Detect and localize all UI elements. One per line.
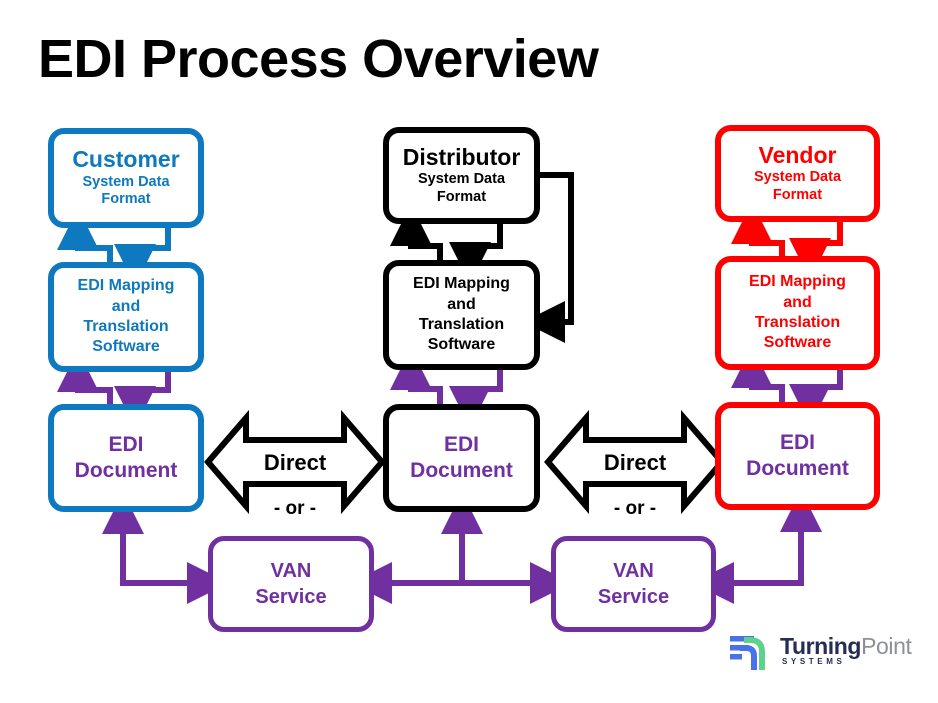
node-distributor-mapping[interactable]: EDI Mapping and Translation Software bbox=[383, 260, 540, 370]
node-vendor-system[interactable]: Vendor System Data Format bbox=[715, 125, 880, 222]
node-customer-mapping[interactable]: EDI Mapping and Translation Software bbox=[48, 262, 204, 372]
customer-mapping-line2: and bbox=[111, 297, 141, 315]
arrow-customer-document-to-mapping bbox=[57, 350, 113, 404]
vendor-mapping-line3: Translation bbox=[754, 314, 841, 331]
arrow-van-left-to-customer-document bbox=[102, 492, 208, 586]
arrow-customer-mapping-to-system bbox=[57, 208, 113, 262]
distributor-document-line1: EDI bbox=[443, 433, 479, 457]
arrow-distributor-mapping-to-document bbox=[449, 370, 503, 428]
direct-label-left: Direct bbox=[263, 450, 327, 475]
node-customer-document[interactable]: EDI Document bbox=[48, 404, 204, 512]
node-customer-system[interactable]: Customer System Data Format bbox=[48, 128, 204, 228]
arrow-vendor-mapping-to-system bbox=[731, 202, 785, 256]
distributor-mapping-line4: Software bbox=[427, 336, 496, 354]
distributor-mapping-line2: and bbox=[447, 295, 476, 313]
vendor-mapping-line1: EDI Mapping bbox=[749, 273, 846, 291]
vendor-system-line1: System Data bbox=[753, 169, 842, 186]
distributor-system-line1: System Data bbox=[417, 171, 506, 188]
distributor-mapping-line3: Translation bbox=[418, 316, 505, 333]
arrow-vendor-mapping-to-document bbox=[789, 368, 843, 426]
vendor-document-line1: EDI bbox=[779, 431, 815, 455]
customer-mapping-line3: Translation bbox=[83, 318, 169, 335]
direct-arrow-left bbox=[204, 409, 386, 515]
customer-document-line2: Document bbox=[74, 459, 178, 482]
node-vendor-document[interactable]: EDI Document bbox=[715, 402, 880, 510]
van-right-line1: VAN bbox=[613, 560, 654, 582]
node-vendor-mapping[interactable]: EDI Mapping and Translation Software bbox=[715, 256, 880, 370]
vendor-system-title: Vendor bbox=[758, 141, 837, 168]
arrow-van-left-to-distributor-document bbox=[371, 492, 483, 586]
arrow-customer-system-to-mapping bbox=[114, 228, 171, 286]
distributor-system-line2: Format bbox=[436, 188, 487, 205]
or-label-right: - or - bbox=[613, 498, 657, 519]
arrow-distributor-mapping-to-system bbox=[390, 204, 443, 260]
turningpoint-logo-text: TurningPoint bbox=[780, 633, 912, 660]
turningpoint-logo: TurningPoint SYSTEMS bbox=[730, 630, 912, 678]
vendor-mapping-line4: Software bbox=[763, 334, 832, 352]
customer-document-line1: EDI bbox=[108, 433, 144, 457]
customer-mapping-line4: Software bbox=[92, 338, 160, 356]
distributor-document-line2: Document bbox=[410, 459, 513, 482]
distributor-mapping-line1: EDI Mapping bbox=[413, 275, 510, 293]
van-right-line2: Service bbox=[597, 586, 670, 608]
arrow-vendor-document-to-mapping bbox=[731, 346, 785, 402]
node-van-service-right[interactable]: VAN Service bbox=[551, 536, 716, 632]
logo-name-light: Point bbox=[861, 633, 912, 659]
node-distributor-document[interactable]: EDI Document bbox=[383, 404, 540, 512]
vendor-system-line2: Format bbox=[772, 186, 823, 203]
arrow-distributor-system-to-mapping bbox=[449, 224, 503, 284]
arrow-distributor-document-to-mapping bbox=[390, 348, 443, 404]
or-label-left: - or - bbox=[273, 498, 317, 519]
logo-name-bold: Turning bbox=[780, 633, 862, 659]
arrow-van-right-to-vendor-document bbox=[713, 490, 822, 586]
distributor-system-title: Distributor bbox=[402, 143, 521, 170]
node-van-service-left[interactable]: VAN Service bbox=[208, 536, 374, 632]
logo-tagline: SYSTEMS bbox=[782, 657, 846, 666]
arrow-vendor-system-to-mapping bbox=[789, 222, 843, 280]
van-left-line2: Service bbox=[255, 586, 327, 608]
arrow-customer-mapping-to-document bbox=[114, 372, 171, 428]
page-title: EDI Process Overview bbox=[38, 29, 599, 89]
direct-label-right: Direct bbox=[603, 450, 667, 475]
customer-system-line2: Format bbox=[101, 191, 151, 208]
node-distributor-system[interactable]: Distributor System Data Format bbox=[383, 127, 540, 224]
customer-mapping-line1: EDI Mapping bbox=[77, 277, 175, 295]
turningpoint-logo-mark bbox=[730, 636, 765, 670]
customer-system-line1: System Data bbox=[82, 173, 170, 190]
vendor-document-line2: Document bbox=[746, 457, 849, 480]
customer-system-title: Customer bbox=[72, 146, 180, 173]
vendor-mapping-line2: and bbox=[783, 293, 812, 311]
arrow-distributor-system-loop-to-mapping bbox=[523, 172, 574, 343]
van-left-line1: VAN bbox=[270, 560, 312, 582]
